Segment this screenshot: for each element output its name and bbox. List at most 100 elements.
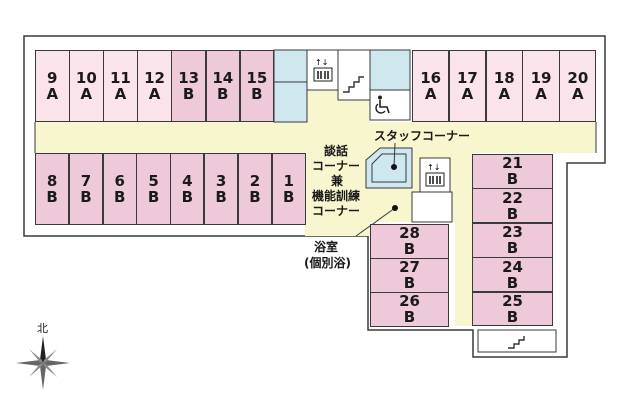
room-number: 12: [144, 69, 165, 87]
room-number: 10: [75, 69, 97, 87]
room-type: A: [535, 85, 547, 103]
room-number: 17: [457, 69, 478, 87]
lounge-label-line: コーナー: [312, 159, 361, 173]
room-number: 8: [46, 172, 58, 190]
room-number: 18: [493, 69, 515, 87]
elevator-icon: ↑↓: [423, 161, 447, 189]
bath-label: 浴室: [314, 240, 339, 254]
bath-label-sub: (個別浴): [304, 256, 351, 270]
lounge-label-line: 談話: [324, 144, 349, 158]
staff-corner-label: スタッフコーナー: [374, 129, 471, 143]
room-type: A: [461, 85, 474, 103]
room-number: 7: [80, 172, 92, 190]
stairs-icon: [508, 336, 525, 349]
room-number: 21: [502, 154, 523, 173]
room-number: 15: [246, 69, 268, 87]
room-type: B: [217, 85, 229, 103]
lounge-label-line: コーナー: [312, 204, 361, 218]
room-type: B: [506, 204, 519, 223]
wheelchair-icon: [372, 94, 394, 116]
room-number: 26: [399, 292, 420, 311]
room-type: A: [148, 85, 161, 103]
svg-text:↑↓: ↑↓: [315, 58, 328, 67]
room-number: 28: [399, 224, 420, 243]
room-number: 24: [502, 257, 523, 276]
room-type: A: [498, 85, 511, 103]
room-number: 19: [530, 69, 552, 87]
room-type: B: [181, 188, 194, 206]
room-type: A: [46, 85, 59, 103]
room-type: B: [506, 273, 519, 292]
svg-text:↑↓: ↑↓: [427, 163, 440, 172]
room-type: B: [506, 239, 519, 258]
room-type: B: [403, 274, 416, 293]
room-number: 27: [399, 258, 420, 277]
room-type: B: [46, 188, 58, 206]
room-number: 9: [47, 69, 58, 87]
room-type: B: [147, 188, 160, 206]
room-type: B: [506, 308, 519, 327]
room-number: 11: [110, 69, 131, 87]
room-type: A: [572, 85, 584, 103]
room-number: 16: [420, 69, 442, 87]
room-type: B: [182, 85, 195, 103]
room-type: B: [215, 188, 227, 206]
room-type: B: [403, 240, 416, 259]
room-number: 22: [502, 188, 523, 207]
room-number: 3: [215, 172, 227, 190]
elevator-icon: ↑↓: [311, 56, 335, 84]
room-number: 5: [148, 172, 159, 190]
room-type: A: [424, 85, 437, 103]
room-number: 1: [283, 172, 294, 190]
north-label: 北: [37, 322, 48, 335]
room-type: B: [80, 188, 92, 206]
room-number: 4: [182, 172, 193, 190]
room-type: B: [506, 170, 519, 189]
room-type: B: [283, 188, 295, 206]
room-type: B: [249, 188, 261, 206]
room-number: 2: [249, 172, 261, 190]
room-type: B: [403, 308, 416, 327]
room-number: 23: [502, 223, 523, 242]
lounge-label-line: 兼: [331, 174, 344, 188]
lounge-label-line: 機能訓練: [312, 189, 361, 203]
room-type: A: [80, 85, 93, 103]
room-number: 6: [114, 172, 125, 190]
room-type: B: [251, 85, 263, 103]
room-type: A: [114, 85, 127, 103]
room-number: 13: [178, 69, 200, 87]
room-type: B: [114, 188, 126, 206]
room-number: 25: [502, 292, 523, 311]
room-number: 20: [567, 69, 589, 87]
compass-icon: [14, 334, 72, 392]
room-number: 14: [212, 69, 234, 87]
